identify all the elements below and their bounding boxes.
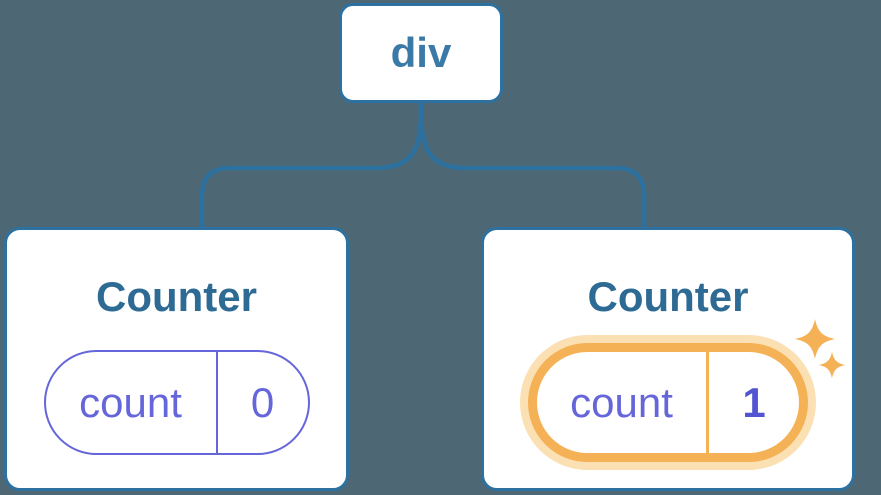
state-label: count (46, 352, 218, 453)
counter-card-right: Counter count 1 (481, 227, 855, 491)
root-node-label: div (390, 29, 452, 76)
root-node-div: div (339, 3, 503, 103)
state-value: 0 (250, 378, 275, 426)
component-title: Counter (587, 273, 749, 320)
state-value: 1 (742, 378, 766, 426)
state-pill: count 0 (43, 350, 310, 455)
state-pill-highlighted: count 1 (528, 343, 808, 462)
sparkle-icon (795, 319, 835, 359)
sparkle-icon-small (818, 351, 846, 379)
component-title: Counter (96, 273, 257, 320)
state-label: count (537, 352, 709, 453)
counter-card-left: Counter count 0 (4, 227, 349, 491)
